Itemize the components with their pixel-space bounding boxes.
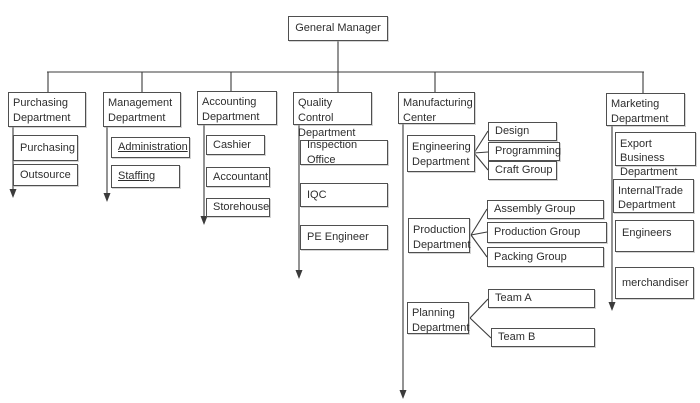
down-arrow-icon bbox=[200, 216, 208, 225]
node-packing-group: Packing Group bbox=[487, 247, 604, 267]
link-production-assembly bbox=[470, 208, 488, 236]
link-engineering-programming bbox=[473, 151, 489, 154]
node-production-group: Production Group bbox=[487, 222, 607, 243]
link-engineering-design bbox=[473, 130, 489, 154]
node-engineers: Engineers bbox=[615, 220, 694, 252]
node-craft-group: Craft Group bbox=[488, 161, 557, 180]
node-engineering-department: Engineering Department bbox=[407, 135, 475, 172]
node-general-manager: General Manager bbox=[288, 16, 388, 41]
node-quality-control-department: Quality Control Department bbox=[293, 92, 372, 139]
node-internal-trade-department: InternalTrade Department bbox=[613, 179, 694, 213]
node-design: Design bbox=[488, 122, 557, 141]
node-accountant: Accountant bbox=[206, 167, 270, 187]
node-cashier: Cashier bbox=[206, 135, 265, 155]
node-programming: Programming bbox=[488, 142, 561, 161]
down-arrow-icon bbox=[399, 390, 407, 399]
node-purchasing: Purchasing bbox=[13, 135, 78, 161]
node-marketing-department: Marketing Department bbox=[606, 93, 685, 126]
node-team-b: Team B bbox=[491, 328, 595, 347]
node-team-a: Team A bbox=[488, 289, 595, 308]
node-pe-engineer: PE Engineer bbox=[300, 225, 388, 250]
link-engineering-craft bbox=[473, 152, 489, 171]
link-production-production-group bbox=[470, 231, 488, 236]
down-arrow-icon bbox=[103, 193, 111, 202]
node-inspection-office: Inspection Office bbox=[300, 139, 388, 166]
down-arrow-icon bbox=[295, 270, 303, 279]
down-arrow-icon bbox=[608, 302, 616, 311]
link-planning-team-b bbox=[469, 317, 492, 339]
node-management-department: Management Department bbox=[103, 92, 181, 127]
node-manufacturing-center: Manufacturing Center bbox=[398, 92, 475, 124]
node-staffing: Staffing bbox=[111, 165, 180, 188]
down-arrow-icon bbox=[9, 189, 17, 198]
node-storehouse: Storehouse bbox=[206, 198, 270, 217]
node-purchasing-department: Purchasing Department bbox=[8, 92, 86, 127]
node-planning-department: Planning Department bbox=[407, 302, 469, 334]
node-export-business-department: Export Business Department bbox=[615, 132, 696, 178]
node-merchandiser: merchandiser bbox=[615, 267, 694, 299]
node-iqc: IQC bbox=[300, 183, 388, 207]
node-production-department: Production Department bbox=[408, 218, 470, 253]
node-assembly-group: Assembly Group bbox=[487, 200, 604, 219]
node-accounting-department: Accounting Department bbox=[197, 91, 277, 125]
link-production-packing bbox=[470, 234, 488, 258]
node-outsource: Outsource bbox=[13, 164, 78, 186]
link-planning-team-a bbox=[469, 298, 489, 319]
node-administration: Administration bbox=[111, 137, 190, 158]
